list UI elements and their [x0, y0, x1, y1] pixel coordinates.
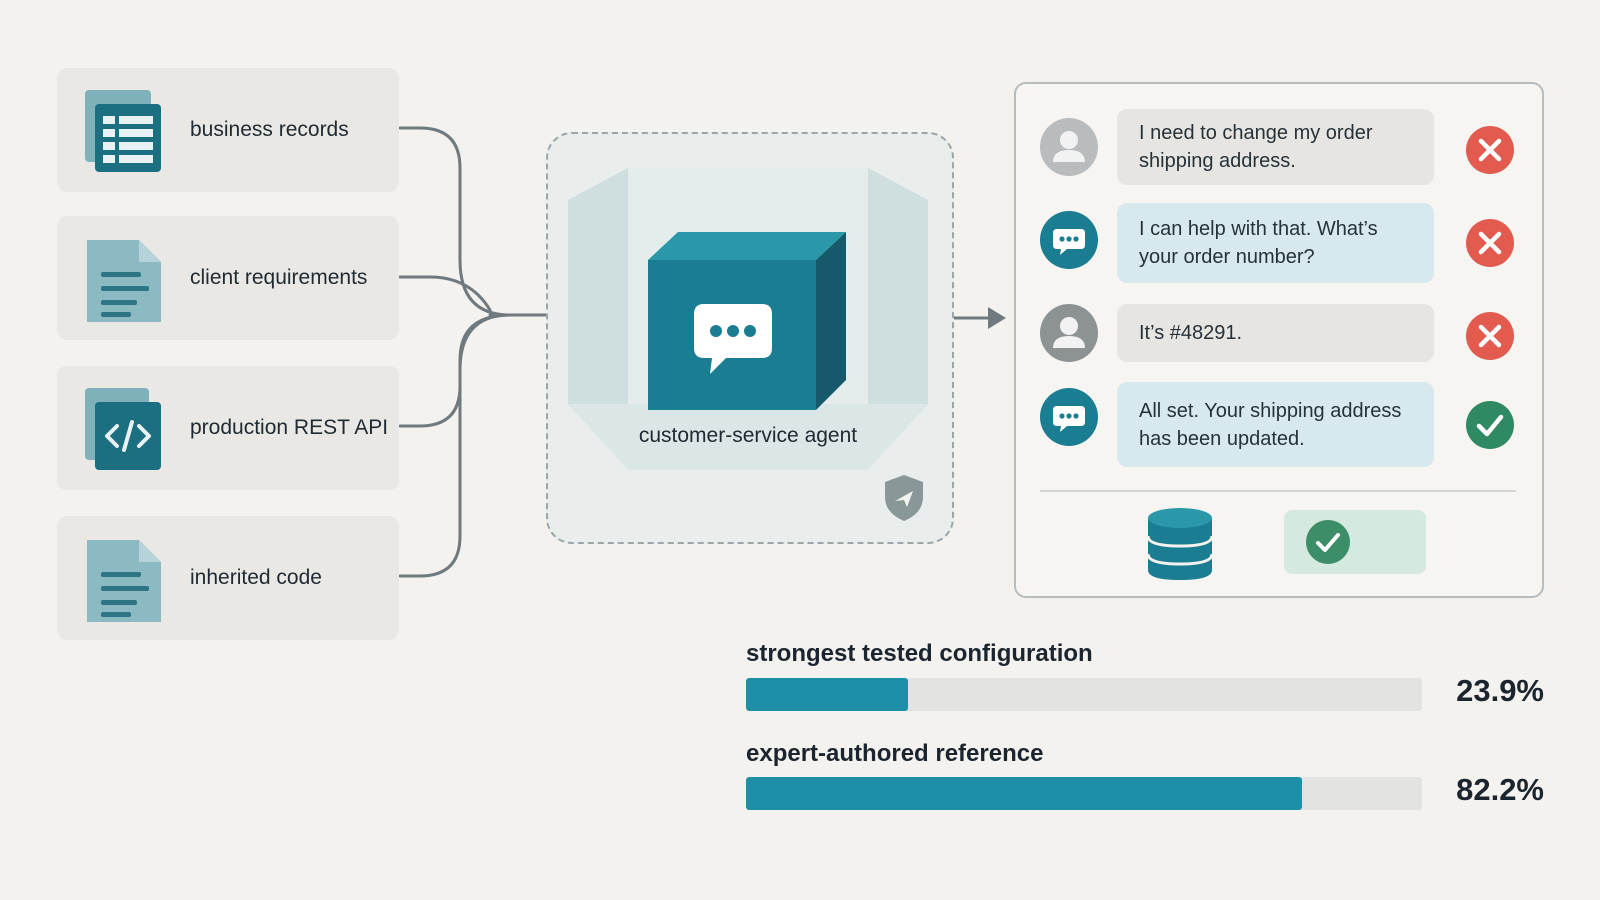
message-bubble-user: It’s #48291. — [1117, 304, 1434, 362]
fail-x-icon — [1466, 312, 1514, 360]
shield-icon — [885, 475, 923, 521]
input-card-client-requirements: client requirements — [57, 216, 399, 340]
document-icon — [83, 236, 163, 322]
bar-label-strongest-tested: strongest tested configuration — [746, 640, 1093, 667]
document-icon — [83, 536, 163, 622]
fail-x-icon — [1466, 219, 1514, 267]
message-bubble-agent: All set. Your shipping address has been … — [1117, 382, 1434, 467]
agent-label: customer-service agent — [638, 424, 858, 447]
user-avatar-icon — [1040, 304, 1098, 362]
fail-x-icon — [1466, 126, 1514, 174]
agent-avatar-icon — [1040, 211, 1098, 269]
input-label-client-requirements: client requirements — [190, 266, 368, 289]
arrow-out-of-agent — [988, 307, 1006, 329]
bar-label-expert-reference: expert-authored reference — [746, 740, 1044, 767]
code-file-icon — [83, 386, 163, 472]
spreadsheet-icon — [83, 88, 163, 174]
bar-fill-strongest-tested — [746, 678, 908, 711]
agent-avatar-icon — [1040, 388, 1098, 446]
database-icon — [1146, 508, 1214, 580]
user-avatar-icon — [1040, 118, 1098, 176]
input-label-business-records: business records — [190, 118, 349, 141]
pass-check-icon — [1466, 401, 1514, 449]
panel-divider — [1040, 490, 1516, 492]
input-label-inherited-code: inherited code — [190, 566, 322, 589]
bar-value-strongest-tested: 23.9% — [1456, 673, 1544, 708]
message-bubble-user: I need to change my order shipping addre… — [1117, 109, 1434, 185]
bar-track-expert-reference — [746, 777, 1422, 810]
check-icon — [1306, 520, 1350, 564]
input-label-production-rest-api: production REST API — [190, 416, 389, 439]
chat-bubble-icon — [694, 304, 772, 374]
input-card-inherited-code: inherited code — [57, 516, 399, 640]
input-card-production-rest-api: production REST API — [57, 366, 399, 490]
input-card-business-records: business records — [57, 68, 399, 192]
bar-fill-expert-reference — [746, 777, 1302, 810]
message-bubble-agent: I can help with that. What’s your order … — [1117, 203, 1434, 283]
bar-value-expert-reference: 82.2% — [1456, 772, 1544, 807]
bar-track-strongest-tested — [746, 678, 1422, 711]
